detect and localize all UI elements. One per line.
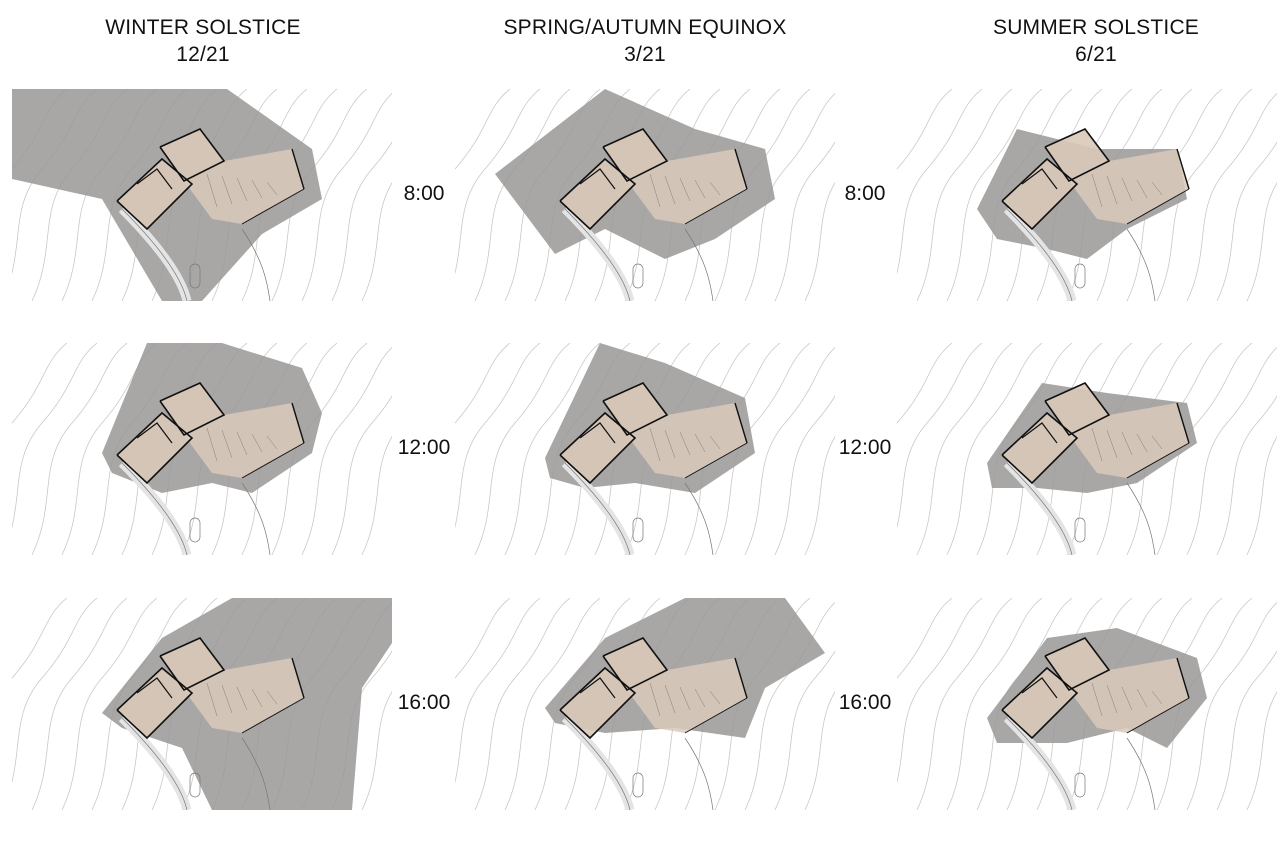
driveway	[1003, 714, 1156, 810]
time-label-row1-b: 8:00	[844, 182, 886, 205]
driveway	[1003, 459, 1156, 555]
building-plan	[559, 128, 748, 231]
building-plan	[116, 637, 305, 740]
site-plan-drawing	[897, 89, 1277, 301]
site-plan-drawing	[455, 598, 835, 810]
shadow-study-equinox-1600	[455, 598, 835, 810]
driveway	[118, 205, 271, 301]
building-plan	[116, 128, 305, 231]
site-plan-drawing	[12, 89, 392, 301]
driveway	[561, 205, 714, 301]
contour-lines	[897, 598, 1277, 810]
shadow-study-equinox-1200	[455, 343, 835, 555]
time-label-row3-b: 16:00	[838, 691, 892, 714]
shadow-study-equinox-0800	[455, 89, 835, 301]
column-title: SUMMER SOLSTICE	[992, 16, 1200, 39]
driveway	[118, 459, 271, 555]
time-label-row2-a: 12:00	[397, 436, 451, 459]
building-plan	[559, 382, 748, 485]
column-title: WINTER SOLSTICE	[105, 16, 301, 39]
site-plan-drawing	[455, 343, 835, 555]
column-header-winter: WINTER SOLSTICE 12/21	[0, 14, 413, 68]
shadow-study-summer-1600	[897, 598, 1277, 810]
column-header-equinox: SPRING/AUTUMN EQUINOX 3/21	[435, 14, 855, 68]
building-plan	[1001, 637, 1190, 740]
shadow-study-summer-1200	[897, 343, 1277, 555]
column-date: 3/21	[624, 43, 666, 66]
shadow-study-winter-1600	[12, 598, 392, 810]
building-plan	[1001, 128, 1190, 231]
building-plan	[1001, 382, 1190, 485]
building-plan	[116, 382, 305, 485]
site-plan-drawing	[897, 343, 1277, 555]
time-label-row1-a: 8:00	[403, 182, 445, 205]
time-label-row2-b: 12:00	[838, 436, 892, 459]
column-header-summer: SUMMER SOLSTICE 6/21	[886, 14, 1280, 68]
site-plan-drawing	[455, 89, 835, 301]
driveway	[118, 714, 271, 810]
driveway	[1003, 205, 1156, 301]
shadow-study-winter-0800	[12, 89, 392, 301]
site-plan-drawing	[12, 343, 392, 555]
column-date: 12/21	[176, 43, 230, 66]
site-plan-drawing	[12, 598, 392, 810]
column-title: SPRING/AUTUMN EQUINOX	[503, 16, 787, 39]
driveway	[561, 714, 714, 810]
shadow-study-summer-0800	[897, 89, 1277, 301]
driveway	[561, 459, 714, 555]
shadow-study-winter-1200	[12, 343, 392, 555]
time-label-row3-a: 16:00	[397, 691, 451, 714]
column-date: 6/21	[1075, 43, 1117, 66]
site-plan-drawing	[897, 598, 1277, 810]
building-plan	[559, 637, 748, 740]
